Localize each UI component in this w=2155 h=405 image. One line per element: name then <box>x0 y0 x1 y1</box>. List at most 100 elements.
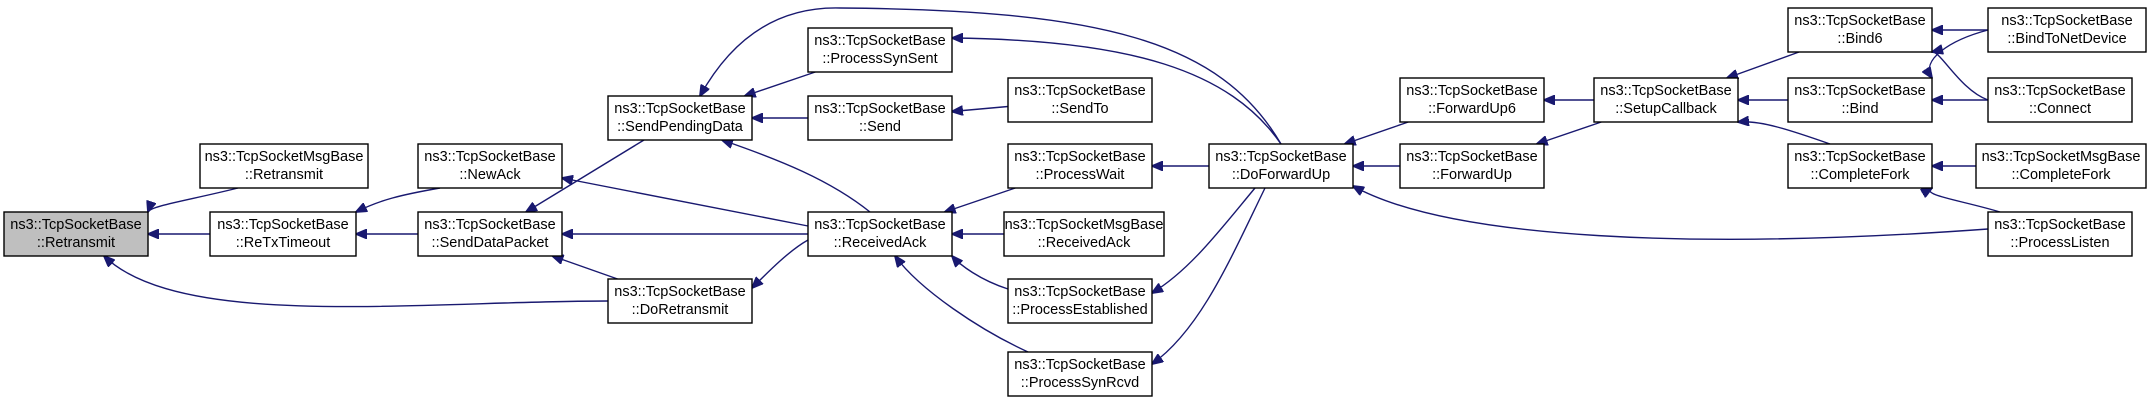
node-receivedack[interactable]: ns3::TcpSocketMsgBase::ReceivedAck <box>1003 211 1165 257</box>
node-processestablished[interactable]: ns3::TcpSocketBase::ProcessEstablished <box>1007 278 1153 324</box>
node-method-label: ::DoForwardUp <box>1232 167 1330 183</box>
edge-n26-to-n22 <box>1930 188 2001 213</box>
node-method-label: ::BindToNetDevice <box>2007 31 2126 47</box>
node-newack[interactable]: ns3::TcpSocketBase::NewAck <box>417 143 563 189</box>
edge-n12-to-n10 <box>945 187 1016 212</box>
edge-n10-to-n4 <box>562 178 809 227</box>
node-method-label: ::Connect <box>2029 101 2091 117</box>
node-method-label: ::SendTo <box>1051 101 1108 117</box>
node-processwait[interactable]: ns3::TcpSocketBase::ProcessWait <box>1007 143 1153 189</box>
node-retransmit[interactable]: ns3::TcpSocketMsgBase::Retransmit <box>199 143 369 189</box>
node-namespace-label: ns3::TcpSocketBase <box>614 284 745 300</box>
edge-n20-to-n19 <box>1727 51 1800 78</box>
edge-n15-to-n10 <box>895 256 1029 353</box>
node-box <box>1007 278 1153 324</box>
node-namespace-label: ns3::TcpSocketBase <box>424 217 555 233</box>
node-namespace-label: ns3::TcpSocketBase <box>10 217 141 233</box>
node-namespace-label: ns3::TcpSocketBase <box>1014 357 1145 373</box>
node-method-label: ::ProcessWait <box>1036 167 1125 183</box>
edges-layer <box>104 7 2001 364</box>
node-method-label: ::ForwardUp <box>1432 167 1512 183</box>
edge-n8-to-n6 <box>745 71 816 96</box>
edge-n7-to-n5 <box>552 256 618 280</box>
node-sendpendingdata[interactable]: ns3::TcpSocketBase::SendPendingData <box>607 95 753 141</box>
node-namespace-label: ns3::TcpSocketBase <box>614 101 745 117</box>
node-sendto[interactable]: ns3::TcpSocketBase::SendTo <box>1007 77 1153 123</box>
node-receivedack[interactable]: ns3::TcpSocketBase::ReceivedAck <box>807 211 953 257</box>
edge-n11-to-n9 <box>952 107 1009 112</box>
node-namespace-label: ns3::TcpSocketBase <box>1794 149 1925 165</box>
node-namespace-label: ns3::TcpSocketBase <box>1994 83 2125 99</box>
edge-n16-to-n14 <box>1152 187 1256 293</box>
node-namespace-label: ns3::TcpSocketMsgBase <box>1982 149 2141 165</box>
node-namespace-label: ns3::TcpSocketMsgBase <box>205 149 364 165</box>
edge-n2-to-n1 <box>148 187 239 212</box>
edge-n6-to-n5 <box>526 139 645 212</box>
node-processsynrcvd[interactable]: ns3::TcpSocketBase::ProcessSynRcvd <box>1007 351 1153 397</box>
node-method-label: ::Retransmit <box>245 167 323 183</box>
edge-n16-to-n6 <box>700 7 1282 145</box>
node-method-label: ::Send <box>859 119 901 135</box>
node-bind6[interactable]: ns3::TcpSocketBase::Bind6 <box>1787 7 1933 53</box>
node-method-label: ::ProcessEstablished <box>1012 302 1147 318</box>
node-box <box>1987 7 2147 53</box>
node-namespace-label: ns3::TcpSocketBase <box>1014 284 1145 300</box>
node-box <box>1787 77 1933 123</box>
node-method-label: ::ProcessSynRcvd <box>1021 375 1139 391</box>
node-namespace-label: ns3::TcpSocketBase <box>814 101 945 117</box>
node-completefork[interactable]: ns3::TcpSocketBase::CompleteFork <box>1787 143 1933 189</box>
node-namespace-label: ns3::TcpSocketBase <box>217 217 348 233</box>
node-forwardup[interactable]: ns3::TcpSocketBase::ForwardUp <box>1399 143 1545 189</box>
node-method-label: ::NewAck <box>459 167 521 183</box>
node-doretransmit[interactable]: ns3::TcpSocketBase::DoRetransmit <box>607 278 753 324</box>
node-retransmit[interactable]: ns3::TcpSocketBase::Retransmit <box>3 211 149 257</box>
node-bindtonetdevice[interactable]: ns3::TcpSocketBase::BindToNetDevice <box>1987 7 2147 53</box>
node-namespace-label: ns3::TcpSocketBase <box>1794 13 1925 29</box>
edge-n10-to-n6 <box>722 140 871 213</box>
node-setupcallback[interactable]: ns3::TcpSocketBase::SetupCallback <box>1593 77 1739 123</box>
node-processlisten[interactable]: ns3::TcpSocketBase::ProcessListen <box>1987 211 2133 257</box>
node-box <box>607 95 753 141</box>
node-namespace-label: ns3::TcpSocketBase <box>1794 83 1925 99</box>
node-processsynsent[interactable]: ns3::TcpSocketBase::ProcessSynSent <box>807 27 953 73</box>
node-method-label: ::SendPendingData <box>617 119 744 135</box>
node-box <box>1787 7 1933 53</box>
edge-n24-to-n20 <box>1932 52 1989 101</box>
node-box <box>3 211 149 257</box>
node-namespace-label: ns3::TcpSocketMsgBase <box>1005 217 1164 233</box>
node-retxtimeout[interactable]: ns3::TcpSocketBase::ReTxTimeout <box>209 211 357 257</box>
node-box <box>807 27 953 73</box>
node-method-label: ::DoRetransmit <box>632 302 729 318</box>
node-box <box>807 211 953 257</box>
node-method-label: ::Bind6 <box>1837 31 1882 47</box>
node-method-label: ::SendDataPacket <box>432 235 549 251</box>
node-namespace-label: ns3::TcpSocketBase <box>1014 83 1145 99</box>
node-box <box>1593 77 1739 123</box>
edge-n16-to-n8 <box>952 38 1282 145</box>
node-box <box>1399 77 1545 123</box>
edge-n23-to-n21 <box>1929 29 1989 78</box>
edge-n19-to-n18 <box>1537 121 1602 144</box>
node-doforwardup[interactable]: ns3::TcpSocketBase::DoForwardUp <box>1208 143 1354 189</box>
node-box <box>1987 77 2133 123</box>
node-completefork[interactable]: ns3::TcpSocketMsgBase::CompleteFork <box>1975 143 2147 189</box>
node-forwardup6[interactable]: ns3::TcpSocketBase::ForwardUp6 <box>1399 77 1545 123</box>
node-method-label: ::CompleteFork <box>1810 167 1910 183</box>
node-method-label: ::ReceivedAck <box>834 235 927 251</box>
node-box <box>1003 211 1165 257</box>
node-box <box>417 143 563 189</box>
node-box <box>1007 77 1153 123</box>
node-method-label: ::CompleteFork <box>2011 167 2111 183</box>
node-bind[interactable]: ns3::TcpSocketBase::Bind <box>1787 77 1933 123</box>
node-box <box>209 211 357 257</box>
node-namespace-label: ns3::TcpSocketBase <box>1994 217 2125 233</box>
node-send[interactable]: ns3::TcpSocketBase::Send <box>807 95 953 141</box>
node-senddatapacket[interactable]: ns3::TcpSocketBase::SendDataPacket <box>417 211 563 257</box>
node-box <box>1007 143 1153 189</box>
node-connect[interactable]: ns3::TcpSocketBase::Connect <box>1987 77 2133 123</box>
edge-n17-to-n16 <box>1345 121 1409 144</box>
node-namespace-label: ns3::TcpSocketBase <box>1406 83 1537 99</box>
nodes-layer: ns3::TcpSocketBase::Retransmitns3::TcpSo… <box>3 7 2147 397</box>
node-box <box>199 143 369 189</box>
